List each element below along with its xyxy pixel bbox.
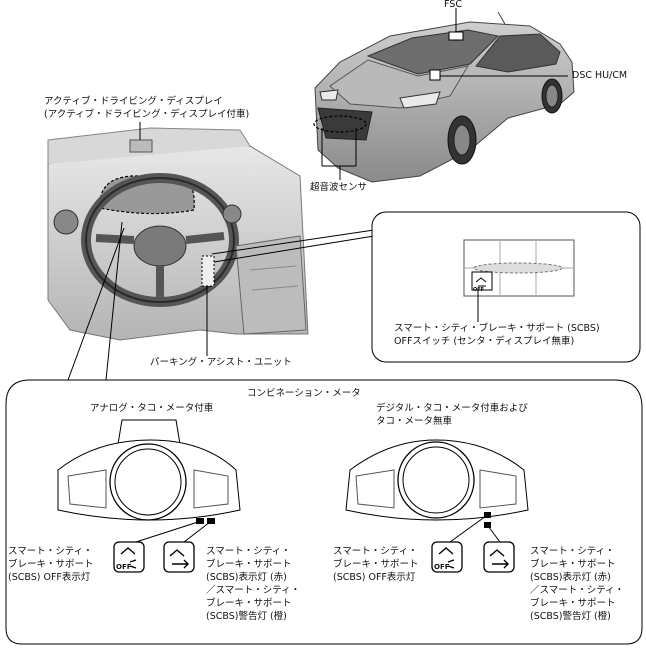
warn-lamp-label: (SCBS)警告灯 (橙) bbox=[206, 611, 287, 622]
off-lamp-label: ブレーキ・サポート bbox=[333, 559, 419, 570]
warn-lamp-label: スマート・シティ・ bbox=[530, 546, 615, 557]
dashboard-illustration bbox=[47, 127, 309, 341]
scbs-warning-icon bbox=[163, 541, 195, 573]
off-lamp-label: ブレーキ・サポート bbox=[8, 559, 94, 570]
icon-off-text: OFF bbox=[434, 563, 450, 571]
icon-off-text: OFF bbox=[116, 563, 132, 571]
warn-lamp-label: ブレーキ・サポート bbox=[530, 559, 616, 570]
parking-assist-label: パーキング・アシスト・ユニット bbox=[150, 357, 292, 368]
warn-lamp-label: ／スマート・シティ・ bbox=[206, 585, 301, 596]
digital-meter-cluster bbox=[345, 439, 529, 528]
fsc-label: FSC bbox=[444, 0, 462, 10]
warn-lamp-label: (SCBS)警告灯 (橙) bbox=[530, 611, 611, 622]
switch-off-text: OFF bbox=[473, 287, 485, 293]
warn-lamp-label: スマート・シティ・ bbox=[206, 546, 291, 557]
off-lamp-label: スマート・シティ・ bbox=[333, 546, 418, 557]
warn-lamp-label: ／スマート・シティ・ bbox=[530, 585, 625, 596]
warn-lamp-label: (SCBS)表示灯 (赤) bbox=[530, 572, 611, 583]
digital-meter-label-2: タコ・メータ無車 bbox=[376, 416, 453, 427]
off-lamp-label: スマート・シティ・ bbox=[8, 546, 93, 557]
off-lamp-label: (SCBS) OFF表示灯 bbox=[8, 572, 91, 583]
off-lamp-label: (SCBS) OFF表示灯 bbox=[333, 572, 416, 583]
digital-meter-label: デジタル・タコ・メータ付車および bbox=[376, 403, 528, 414]
ad-display-note: (アクティブ・ドライビング・ディスプレイ付車) bbox=[44, 109, 250, 120]
scbs-off-icon bbox=[431, 541, 463, 573]
scbs-switch-note: OFFスイッチ (センタ・ディスプレイ無車) bbox=[394, 336, 575, 347]
scbs-warning-icon bbox=[483, 541, 515, 573]
scbs-off-icon bbox=[113, 541, 145, 573]
warn-lamp-label: ブレーキ・サポート bbox=[206, 559, 292, 570]
warn-lamp-label: ブレーキ・サポート bbox=[206, 598, 292, 609]
analog-meter-label: アナログ・タコ・メータ付車 bbox=[90, 403, 214, 414]
ad-display-label: アクティブ・ドライビング・ディスプレイ bbox=[44, 96, 223, 107]
warn-lamp-label: (SCBS)表示灯 (赤) bbox=[206, 572, 287, 583]
car-illustration bbox=[313, 11, 575, 183]
warn-lamp-label: ブレーキ・サポート bbox=[530, 598, 616, 609]
scbs-switch-label: スマート・シティ・ブレーキ・サポート (SCBS) bbox=[394, 323, 600, 334]
combination-meter-title: コンビネーション・メータ bbox=[247, 388, 361, 399]
dsc-label: DSC HU/CM bbox=[572, 70, 628, 81]
analog-meter-cluster bbox=[57, 419, 241, 524]
ultrasonic-sensor-label: 超音波センサ bbox=[310, 182, 368, 193]
